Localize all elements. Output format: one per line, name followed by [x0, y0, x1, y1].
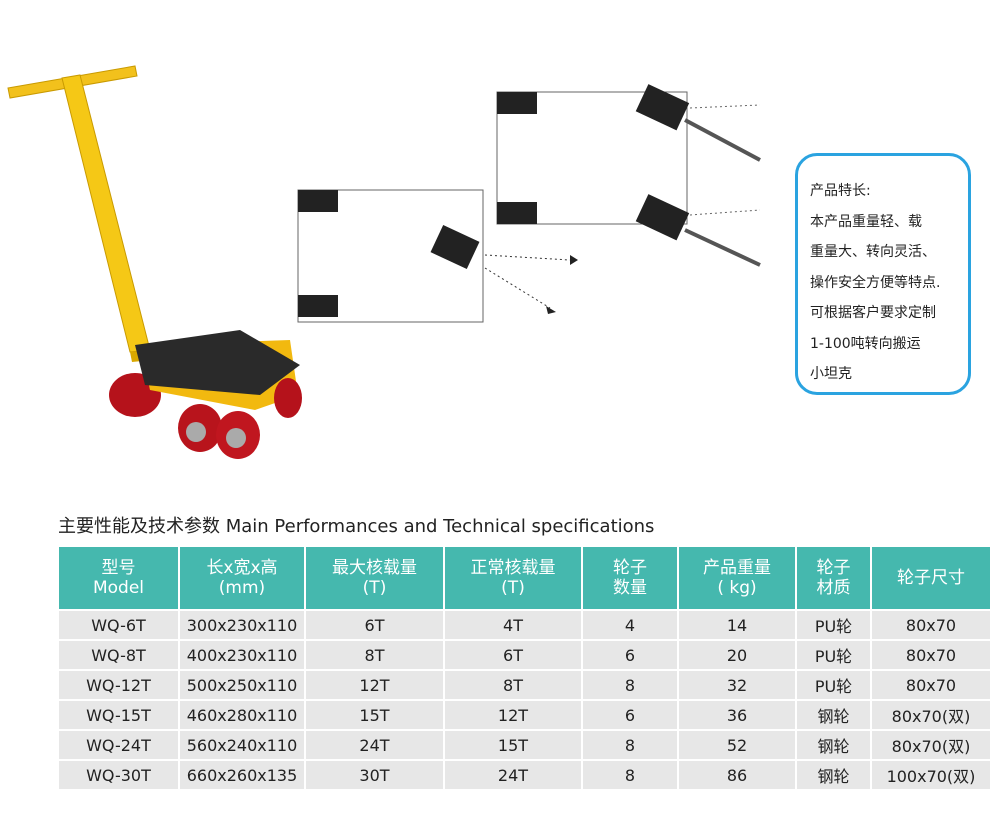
- table-cell: 15T: [443, 729, 583, 761]
- table-cell: 660x260x135: [178, 759, 306, 791]
- table-cell: 12T: [443, 699, 583, 731]
- column-header-line: 最大核载量: [332, 558, 417, 578]
- column-header-line: (T): [362, 578, 387, 598]
- column-header-line: 轮子尺寸: [897, 568, 965, 588]
- table-cell: 14: [677, 609, 797, 641]
- table-cell: PU轮: [795, 669, 872, 701]
- table-cell: 8: [581, 669, 679, 701]
- column-header: 最大核载量(T): [304, 545, 445, 611]
- table-cell: 80x70: [870, 609, 992, 641]
- table-cell: WQ-6T: [57, 609, 180, 641]
- feature-line: 小坦克: [810, 366, 852, 382]
- table-cell: 52: [677, 729, 797, 761]
- table-cell: 30T: [304, 759, 445, 791]
- table-cell: 80x70: [870, 639, 992, 671]
- table-cell: WQ-30T: [57, 759, 180, 791]
- column-header-line: (mm): [218, 578, 266, 598]
- column-header-line: 型号: [101, 558, 136, 578]
- column-header-line: 长x宽x高: [206, 558, 278, 578]
- feature-line: 本产品重量轻、载: [810, 213, 922, 230]
- table-cell: 12T: [304, 669, 445, 701]
- table-cell: 24T: [304, 729, 445, 761]
- table-cell: WQ-8T: [57, 639, 180, 671]
- table-cell: 80x70: [870, 669, 992, 701]
- table-cell: 6T: [443, 639, 583, 671]
- feature-line: 重量大、转向灵活、: [810, 244, 936, 260]
- table-cell: 6T: [304, 609, 445, 641]
- column-header-line: (T): [501, 578, 525, 598]
- column-header-line: Model: [92, 578, 145, 598]
- column-header: 产品重量( kg): [677, 545, 797, 611]
- table-cell: 4: [581, 609, 679, 641]
- table-cell: 4T: [443, 609, 583, 641]
- table-cell: 560x240x110: [178, 729, 306, 761]
- table-cell: PU轮: [795, 609, 872, 641]
- table-cell: 80x70(双): [870, 729, 992, 761]
- table-cell: 钢轮: [795, 759, 872, 791]
- column-header-line: 轮子: [816, 558, 851, 578]
- table-cell: 500x250x110: [178, 669, 306, 701]
- table-cell: 8: [581, 729, 679, 761]
- product-photo-trolley: [7, 65, 302, 459]
- column-header: 长x宽x高(mm): [178, 545, 306, 611]
- table-cell: 15T: [304, 699, 445, 731]
- table-cell: 100x70(双): [870, 759, 992, 791]
- column-header-line: 轮子: [613, 558, 647, 578]
- feature-line: 产品特长:: [810, 183, 871, 199]
- column-header: 轮子数量: [581, 545, 679, 611]
- table-cell: 80x70(双): [870, 699, 992, 731]
- features-box: 产品特长: 本产品重量轻、载 重量大、转向灵活、 操作安全方便等特点. 可根据客…: [795, 153, 971, 395]
- column-header-line: 材质: [816, 578, 851, 598]
- column-header: 正常核载量(T): [443, 545, 583, 611]
- table-cell: 钢轮: [795, 699, 872, 731]
- table-cell: 36: [677, 699, 797, 731]
- table-cell: 6: [581, 639, 679, 671]
- column-header-line: 产品重量: [703, 558, 771, 578]
- table-cell: WQ-15T: [57, 699, 180, 731]
- table-cell: WQ-24T: [57, 729, 180, 761]
- table-cell: 8: [581, 759, 679, 791]
- table-cell: 8T: [443, 669, 583, 701]
- table-cell: 400x230x110: [178, 639, 306, 671]
- table-cell: 460x280x110: [178, 699, 306, 731]
- feature-line: 可根据客户要求定制: [810, 305, 936, 321]
- table-cell: 86: [677, 759, 797, 791]
- table-cell: 钢轮: [795, 729, 872, 761]
- feature-line: 1-100吨转向搬运: [810, 335, 921, 352]
- table-cell: 24T: [443, 759, 583, 791]
- turning-diagram: [297, 84, 761, 323]
- table-cell: 6: [581, 699, 679, 731]
- column-header-line: ( kg): [717, 578, 757, 598]
- table-cell: 8T: [304, 639, 445, 671]
- table-cell: WQ-12T: [57, 669, 180, 701]
- column-header: 轮子材质: [795, 545, 872, 611]
- table-cell: PU轮: [795, 639, 872, 671]
- column-header-line: 正常核载量: [470, 558, 556, 578]
- table-cell: 300x230x110: [178, 609, 306, 641]
- spec-title: 主要性能及技术参数 Main Performances and Technica…: [58, 516, 655, 537]
- table-cell: 20: [677, 639, 797, 671]
- column-header: 轮子尺寸: [870, 545, 992, 611]
- table-cell: 32: [677, 669, 797, 701]
- column-header-line: 数量: [613, 578, 647, 598]
- feature-line: 操作安全方便等特点.: [810, 274, 941, 291]
